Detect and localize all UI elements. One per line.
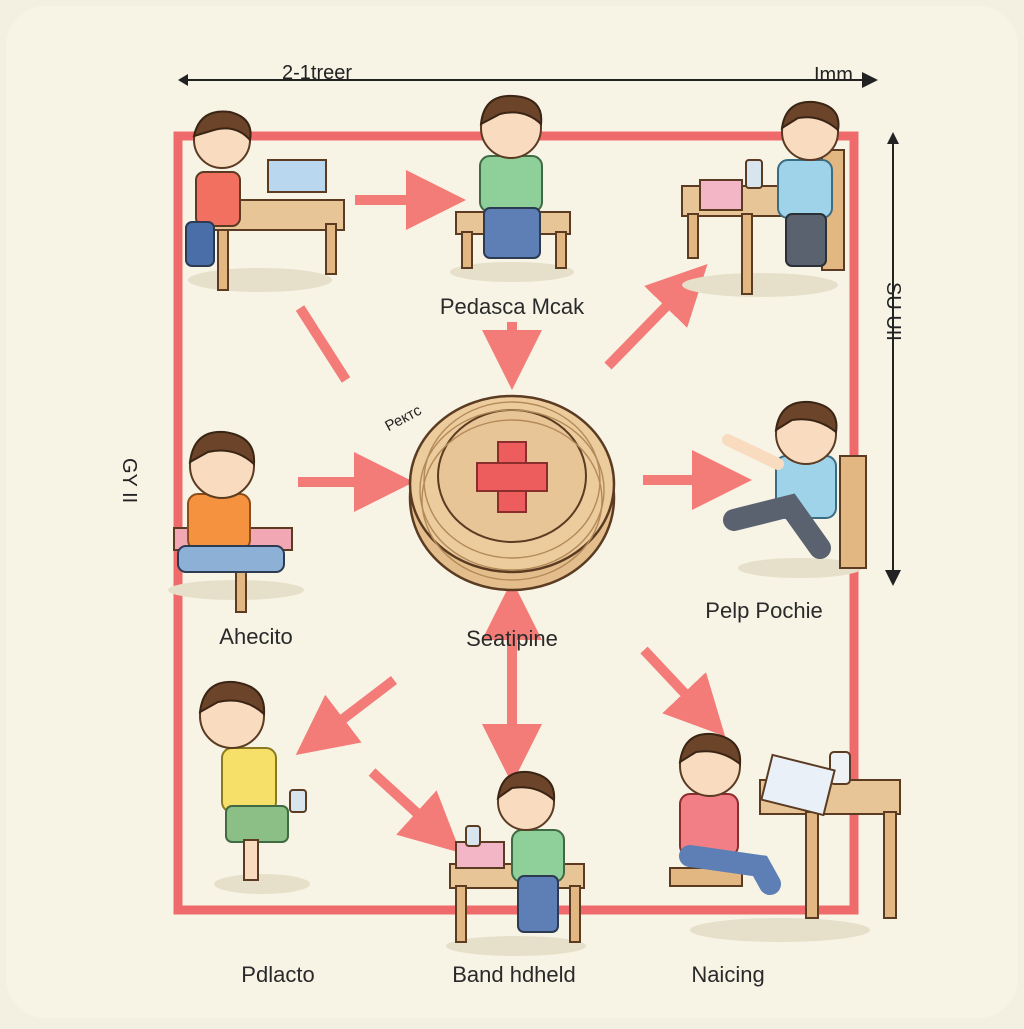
arrow-to-bottomright bbox=[640, 646, 726, 737]
red-cross-icon bbox=[476, 441, 548, 513]
label-middle-left: Ahecito bbox=[219, 624, 293, 649]
arrow-topleft-diagonal bbox=[295, 305, 351, 383]
station-bottom-left-figure bbox=[198, 680, 310, 894]
station-top-right-figure bbox=[681, 100, 845, 297]
left-dimension-label: GY II bbox=[118, 458, 140, 504]
station-bottom-center-figure bbox=[446, 770, 586, 956]
flow-arrows bbox=[295, 170, 752, 853]
top-dimension-label: 2-1treer bbox=[282, 62, 353, 84]
right-dimension-label: SU UII bbox=[882, 282, 904, 341]
station-middle-right-figure bbox=[722, 400, 867, 578]
label-middle-right: Pelp Pochie bbox=[705, 598, 823, 623]
station-top-center-figure bbox=[450, 94, 574, 282]
station-middle-left-figure bbox=[168, 430, 304, 613]
arrow-to-bottomleft bbox=[295, 676, 398, 755]
right-dimension-line bbox=[885, 132, 901, 586]
label-center-bottom: Seatipine bbox=[466, 626, 558, 651]
arrow-to-topright bbox=[604, 263, 708, 370]
label-bottom-left: Pdlacto bbox=[241, 962, 315, 987]
label-top-center: Pedasca Mcak bbox=[439, 294, 585, 319]
label-bottom-right: Naicing bbox=[691, 962, 765, 987]
central-station bbox=[408, 394, 616, 592]
arrow-to-bottomcenter bbox=[368, 768, 461, 853]
top-dimension-line bbox=[178, 72, 878, 88]
station-bottom-right-figure bbox=[669, 732, 901, 942]
label-bottom-center: Band hdheld bbox=[452, 962, 576, 987]
top-right-dimension-label: Imm bbox=[814, 64, 853, 86]
station-top-left-figure bbox=[185, 110, 345, 292]
